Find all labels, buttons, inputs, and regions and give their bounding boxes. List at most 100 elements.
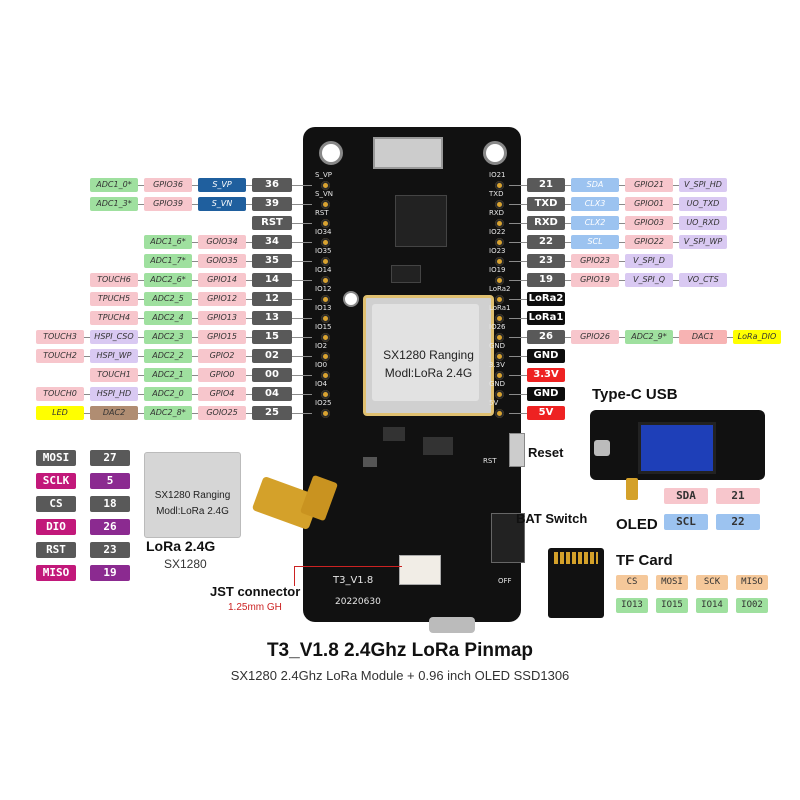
right-silk-label: TXD [489, 190, 504, 198]
left-pin-number: 34 [252, 235, 292, 249]
lora-pin-value: 26 [90, 519, 130, 535]
right-pin-leader [509, 223, 527, 224]
left-pin-leader [292, 337, 312, 338]
left-pin-number: 36 [252, 178, 292, 192]
header-pin [495, 409, 504, 418]
right-pin-function-label: GPIO01 [625, 197, 673, 211]
mcu-chip [395, 195, 447, 247]
label-connector [138, 280, 144, 281]
right-silk-label: LoRa1 [489, 304, 511, 312]
header-pin [495, 352, 504, 361]
left-silk-label: RST [315, 209, 329, 217]
lora-module-line1: SX1280 Ranging [154, 490, 231, 501]
label-connector [138, 394, 144, 395]
label-connector [619, 204, 625, 205]
reset-button[interactable] [509, 433, 525, 467]
sd-card-image [548, 548, 604, 618]
label-connector [565, 185, 571, 186]
label-connector [192, 242, 198, 243]
label-connector [192, 375, 198, 376]
right-pin-number: 5V [527, 406, 565, 420]
left-pin-function-label: GOIO35 [198, 254, 246, 268]
left-silk-label: IO15 [315, 323, 332, 331]
label-connector [619, 185, 625, 186]
left-pin-function-label: HSPI_WP [90, 349, 138, 363]
label-connector [138, 337, 144, 338]
label-connector [192, 318, 198, 319]
label-connector [246, 299, 252, 300]
label-connector [619, 261, 625, 262]
left-pin-function-label: TOUCH1 [90, 368, 138, 382]
left-pin-function-label: ADC2_2 [144, 349, 192, 363]
small-chip [391, 265, 421, 283]
right-pin-leader [509, 204, 527, 205]
label-connector [192, 394, 198, 395]
footer-title: T3_V1.8 2.4Ghz LoRa Pinmap [266, 640, 534, 661]
label-connector [138, 299, 144, 300]
lora-pin-name: MISO [36, 565, 76, 581]
label-connector [673, 185, 679, 186]
label-connector [192, 185, 198, 186]
lora-subtitle: SX1280 [164, 557, 207, 571]
right-pin-function-label: GPIO03 [625, 216, 673, 230]
left-pin-function-label: ADC1_0* [90, 178, 138, 192]
header-pin [495, 314, 504, 323]
left-silk-label: S_VP [315, 171, 332, 179]
label-connector [138, 185, 144, 186]
right-silk-label: IO19 [489, 266, 506, 274]
right-pin-function-label: SCL [571, 235, 619, 249]
left-silk-label: IO35 [315, 247, 332, 255]
left-pin-function-label: ADC2_8* [144, 406, 192, 420]
right-pin-function-label: GPIO22 [625, 235, 673, 249]
mounting-hole [483, 141, 507, 165]
header-pin [321, 390, 330, 399]
header-pin [321, 257, 330, 266]
left-pin-number: 25 [252, 406, 292, 420]
tf-pin-name: CS [616, 575, 648, 590]
bat-switch[interactable] [491, 513, 525, 563]
right-silk-label: LoRa2 [489, 285, 511, 293]
component [383, 427, 405, 441]
left-pin-leader [292, 261, 312, 262]
left-pin-function-label: S_VN [198, 197, 246, 211]
bat-switch-label: BAT Switch [516, 511, 588, 526]
lora-module-line2: Modl:LoRa 2.4G [156, 506, 229, 517]
oled-board-image [590, 410, 765, 480]
left-pin-function-label: ADC2_6* [144, 273, 192, 287]
header-pin [495, 181, 504, 190]
header-pin [495, 257, 504, 266]
label-connector [619, 280, 625, 281]
left-pin-function-label: DAC2 [90, 406, 138, 420]
header-pin [495, 276, 504, 285]
header-pin [321, 238, 330, 247]
right-pin-function-label: LoRa_DIO [733, 330, 781, 344]
usb-c-port [429, 617, 475, 633]
tf-pin-value: IO02 [736, 598, 768, 613]
label-connector [673, 280, 679, 281]
off-silk: OFF [498, 577, 512, 585]
left-pin-leader [292, 223, 312, 224]
left-pin-leader [292, 204, 312, 205]
label-connector [673, 223, 679, 224]
label-connector [192, 261, 198, 262]
left-pin-function-label: GPIO14 [198, 273, 246, 287]
left-pin-function-label: ADC2_3 [144, 330, 192, 344]
right-silk-label: IO22 [489, 228, 506, 236]
rst-silk: RST [483, 457, 497, 465]
right-silk-label: GND [489, 380, 506, 388]
header-pin [495, 200, 504, 209]
left-silk-label: IO13 [315, 304, 332, 312]
label-connector [192, 280, 198, 281]
label-connector [138, 413, 144, 414]
left-pin-function-label: ADC2_0 [144, 387, 192, 401]
oled-scl-value: 22 [716, 514, 760, 530]
left-pin-function-label: ADC2_5 [144, 292, 192, 306]
left-pin-number: RST [252, 216, 292, 230]
lora-module-image: SX1280 Ranging Modl:LoRa 2.4G [144, 452, 241, 538]
left-silk-label: IO0 [315, 361, 328, 369]
header-pin [495, 295, 504, 304]
right-pin-function-label: V_SPI_D [625, 254, 673, 268]
board-module-line2: Modl:LoRa 2.4G [384, 366, 473, 380]
left-pin-function-label: GPIO4 [198, 387, 246, 401]
right-silk-label: IO21 [489, 171, 506, 179]
